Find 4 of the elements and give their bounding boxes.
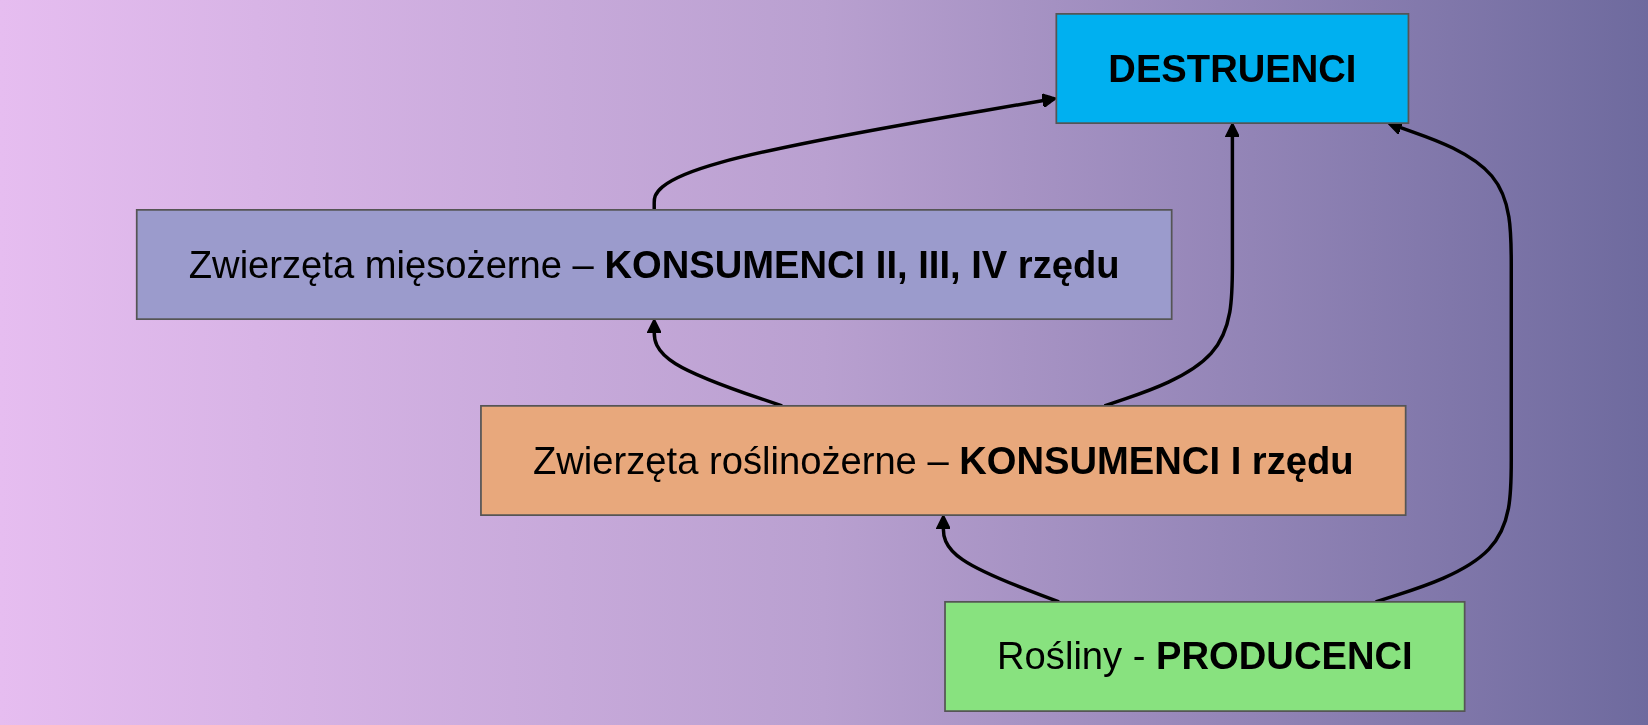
node-box: Zwierzęta mięsożerne – KONSUMENCI II, III, IV rzędu (135, 209, 1173, 320)
node-box: Zwierzęta roślinożerne – KONSUMENCI I rzędu (480, 405, 1407, 516)
node-box: Rośliny - PRODUCENCI (944, 601, 1466, 712)
node-box: DESTRUENCI (1055, 13, 1410, 124)
